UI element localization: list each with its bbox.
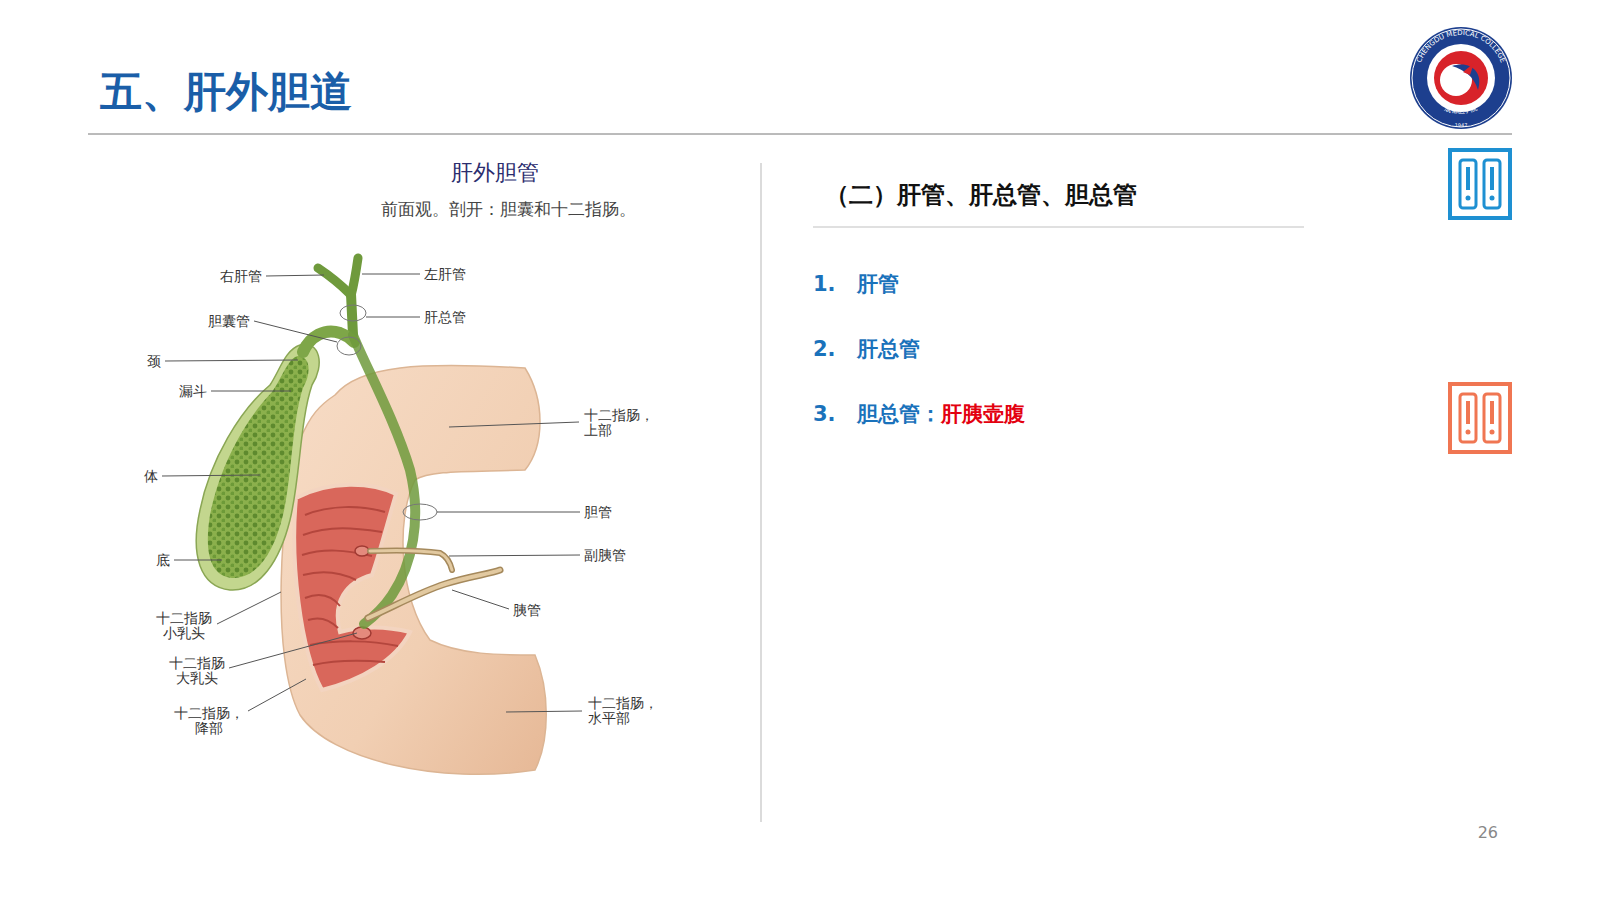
part-label: 十二指肠， 水平部 (588, 696, 668, 726)
warning-icon-blue (1466, 167, 1470, 190)
list-item: 肝总管 (857, 335, 920, 363)
leader-lines (254, 321, 337, 342)
bile-ducts (368, 570, 500, 618)
bile-ducts (318, 268, 350, 294)
logo-emblem (1434, 51, 1488, 105)
leader-lines (449, 555, 580, 556)
warning-icon-orange (1460, 394, 1476, 442)
part-label: 十二指肠 小乳头 (142, 611, 226, 641)
logo-text: 成都医学院 (1443, 104, 1478, 115)
bile-ducts (370, 550, 452, 570)
part-label: 胆管 (584, 504, 612, 520)
figure-subtitle: 前面观。剖开：胆囊和十二指肠。 (381, 199, 636, 219)
leader-lines (452, 590, 509, 609)
bile-ducts (303, 258, 500, 624)
slide-title: 五、肝外胆道 (100, 66, 352, 118)
duodenum-illustration (281, 365, 546, 774)
leader-lines (449, 422, 579, 427)
logo-emblem (1452, 64, 1479, 90)
part-label: 胰管 (513, 602, 541, 618)
rule-lines (813, 226, 1304, 228)
logo-text: CHENGDU MEDICAL COLLEGE (1415, 29, 1507, 64)
part-label: 右肝管 (220, 268, 262, 284)
part-label: 体 (144, 468, 158, 484)
warning-icon-orange (1450, 384, 1510, 452)
bile-ducts (303, 332, 354, 352)
leader-lines (162, 475, 260, 476)
list-number: 3. (813, 400, 836, 428)
leader-lines (174, 560, 222, 561)
warning-icon-orange (1490, 430, 1495, 435)
leader-lines (217, 592, 281, 624)
warning-icon-blue (1460, 160, 1476, 208)
leader-lines (248, 679, 306, 711)
gallbladder-illustration (196, 344, 319, 590)
warning-icon-blue (1490, 196, 1495, 201)
warning-icon-blue (1450, 150, 1510, 218)
gallbladder-illustration (208, 356, 309, 578)
warning-icon-orange (1450, 384, 1510, 452)
highlight-term: 肝胰壶腹 (941, 400, 1025, 428)
part-label: 十二指肠， 上部 (584, 408, 664, 438)
bile-ducts (337, 337, 361, 355)
list-item: 肝管 (857, 270, 899, 298)
leader-lines (162, 274, 582, 712)
warning-icon-blue (1490, 167, 1494, 190)
bile-ducts (351, 294, 353, 335)
leader-lines (362, 274, 420, 275)
warning-icon-orange (1490, 401, 1494, 424)
rule-lines (760, 163, 762, 822)
bile-ducts (368, 570, 500, 618)
list-item: 胆总管： (857, 400, 941, 428)
leader-lines (266, 275, 324, 276)
warning-icon-blue (1450, 150, 1510, 218)
warning-icon-orange (1466, 401, 1470, 424)
logo-text: 成都医学院 (1443, 104, 1478, 115)
logo-emblem (1410, 27, 1512, 129)
section-heading: （二）肝管、肝总管、胆总管 (825, 180, 1137, 210)
bile-ducts (353, 335, 415, 624)
logo-emblem (1410, 27, 1512, 129)
figure-title: 肝外胆管 (385, 160, 605, 186)
part-label: 十二指肠， 降部 (167, 706, 251, 736)
warning-icon-blue (1484, 160, 1500, 208)
gallbladder-illustration (196, 344, 319, 590)
leader-lines (506, 711, 582, 712)
bile-ducts (340, 305, 366, 321)
logo-emblem (1427, 44, 1495, 112)
logo-text: CHENGDU MEDICAL COLLEGE (1415, 29, 1507, 64)
part-label: 肝总管 (424, 309, 466, 325)
page-number: 26 (1478, 823, 1498, 843)
rule-lines (88, 134, 1512, 135)
part-label: 底 (156, 552, 170, 568)
logo-year: 1947 (1455, 122, 1468, 128)
leader-lines (366, 317, 420, 318)
duodenum-illustration (302, 507, 398, 665)
bile-ducts (403, 504, 437, 520)
duodenum-illustration (355, 546, 369, 556)
part-label: 颈 (147, 353, 161, 369)
part-label: 副胰管 (584, 547, 626, 563)
leader-lines (165, 360, 298, 361)
rule-lines (88, 134, 1512, 822)
part-label: 胆囊管 (208, 313, 250, 329)
duodenum-illustration (281, 365, 546, 774)
warning-icon-orange (1466, 430, 1471, 435)
leader-lines (437, 512, 580, 513)
leader-lines (229, 633, 357, 668)
part-label: 十二指肠 大乳头 (155, 656, 239, 686)
logo-emblem (1412, 29, 1510, 127)
warning-icon-orange (1484, 394, 1500, 442)
list-number: 2. (813, 335, 836, 363)
logo-emblem (1463, 63, 1474, 75)
bile-ducts (370, 550, 452, 570)
list-number: 1. (813, 270, 836, 298)
part-label: 漏斗 (179, 383, 207, 399)
warning-icon-blue (1466, 196, 1471, 201)
leader-lines (211, 391, 291, 392)
part-label: 左肝管 (424, 266, 466, 282)
